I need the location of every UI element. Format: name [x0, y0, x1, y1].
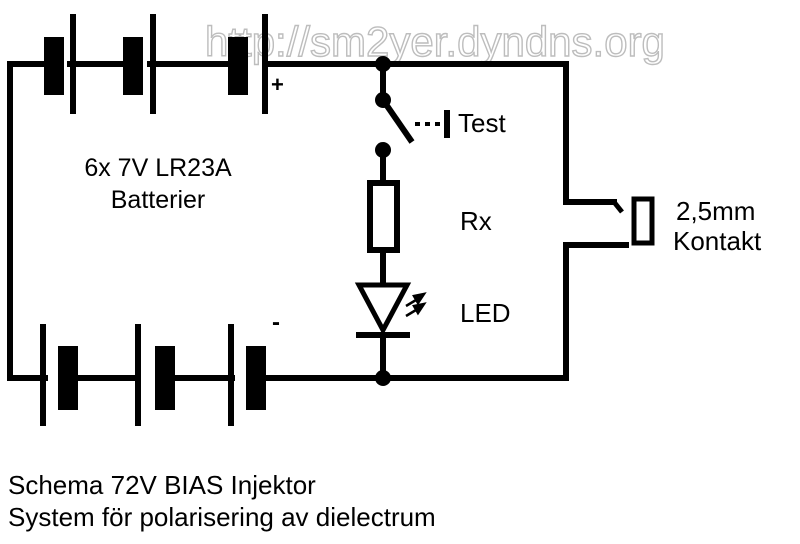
led-label: LED: [460, 298, 511, 328]
led-light-arrows: [405, 292, 427, 318]
jack-contact: [612, 196, 655, 246]
minus-label: -: [272, 309, 280, 336]
test-label: Test: [458, 108, 506, 138]
caption-subtitle: System för polarisering av dielectrum: [8, 502, 436, 532]
led-symbol: [354, 282, 427, 338]
contact-label-line1: 2,5mm: [676, 196, 755, 226]
bottom-battery-stack: [40, 324, 266, 426]
watermark: http://sm2yer.dyndns.org: [205, 18, 665, 65]
resistor-rx: [367, 180, 400, 253]
wires: [7, 61, 629, 381]
battery-label-line2: Batterier: [111, 186, 205, 214]
contact-label-line2: Kontakt: [673, 226, 762, 256]
battery-label-line1: 6x 7V LR23A: [84, 154, 232, 182]
caption-title: Schema 72V BIAS Injektor: [8, 470, 316, 500]
rx-label: Rx: [460, 206, 492, 236]
test-switch: [380, 98, 450, 144]
top-battery-stack: [44, 14, 268, 114]
plus-label: +: [271, 72, 284, 97]
